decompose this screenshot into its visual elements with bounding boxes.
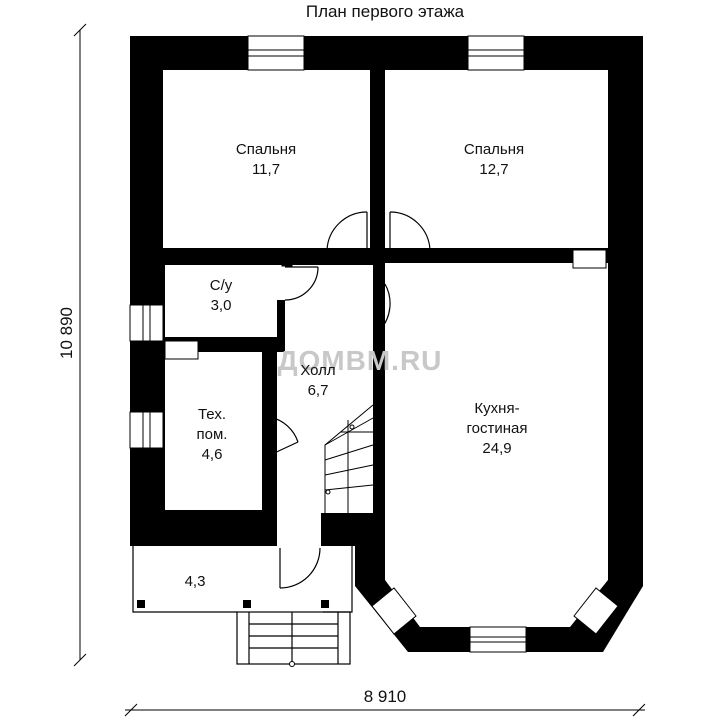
room-labels: Спальня 11,7 Спальня 12,7 С/у 3,0 Холл 6… [185, 141, 528, 590]
porch-columns [137, 600, 329, 608]
partitions [163, 70, 608, 546]
stair-marker-icon [325, 489, 331, 495]
room-name-tech-line2: пом. [197, 426, 228, 443]
room-area-tech: 4,6 [202, 446, 223, 463]
room-area-bedroom-right: 12,7 [479, 161, 508, 178]
dimension-lines [73, 23, 646, 717]
windows [129, 35, 619, 653]
staircase [324, 404, 374, 513]
room-name-hall: Холл [300, 362, 335, 379]
room-name-bedroom-right: Спальня [464, 141, 524, 158]
fixtures [164, 249, 607, 360]
room-area-porch: 4,3 [185, 573, 206, 590]
interior-floor [163, 70, 608, 627]
room-area-hall: 6,7 [308, 382, 329, 399]
porch [132, 546, 353, 665]
doors [269, 211, 431, 589]
room-name-bedroom-left: Спальня [236, 141, 296, 158]
room-area-bedroom-left: 11,7 [252, 161, 280, 178]
dimension-width: 8 910 [364, 687, 407, 706]
step-marker-icon [289, 661, 295, 667]
plan-title: План первого этажа [306, 2, 465, 21]
room-name-kitchen-line1: Кухня- [474, 400, 519, 417]
stair-marker-icon [349, 424, 355, 430]
room-name-kitchen-line2: гостиная [467, 420, 528, 437]
room-area-kitchen: 24,9 [482, 440, 511, 457]
room-name-wc: С/у [210, 277, 233, 294]
watermark: ДОМВМ.RU [278, 345, 443, 376]
room-name-tech-line1: Тех. [198, 406, 226, 423]
dimension-height: 10 890 [57, 307, 76, 359]
room-area-wc: 3,0 [211, 297, 232, 314]
